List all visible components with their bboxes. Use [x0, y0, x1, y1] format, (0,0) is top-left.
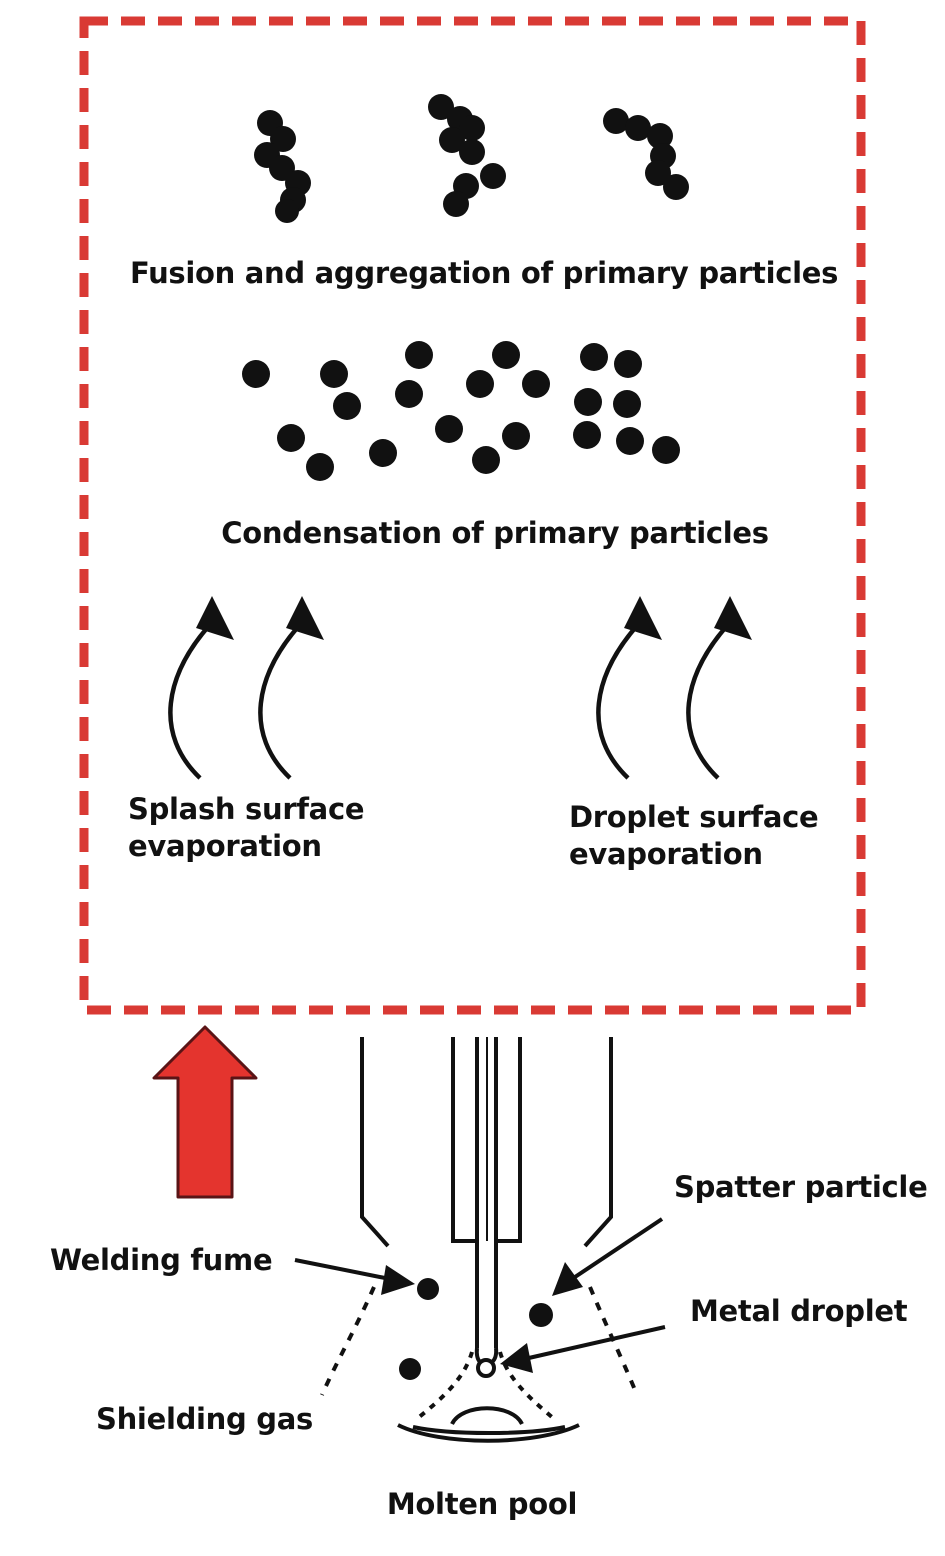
splash-evaporation-label-line2: evaporation	[128, 829, 322, 863]
welding-fume-pointer	[294, 1258, 401, 1283]
shielding-gas-label: Shielding gas	[96, 1402, 313, 1436]
torch-nozzle-left	[360, 1037, 390, 1248]
metal-droplet-mark	[476, 1358, 496, 1378]
contact-tip	[451, 1037, 522, 1243]
stray-particle	[399, 1358, 421, 1380]
fusion-aggregation-label: Fusion and aggregation of primary partic…	[130, 256, 839, 290]
primary-particles	[242, 341, 680, 481]
shielding-gas-flow	[320, 1286, 639, 1420]
splash-evaporation-label-line1: Splash surface	[128, 792, 365, 826]
spatter-particle-dot	[529, 1303, 553, 1327]
aggregated-particles	[254, 94, 689, 223]
welding-torch	[360, 1037, 613, 1378]
molten-pool-label: Molten pool	[386, 1487, 578, 1521]
droplet-evaporation-label-line1: Droplet surface	[569, 800, 819, 834]
droplet-evaporation-label-line2: evaporation	[569, 837, 763, 871]
particle-chain-3	[603, 108, 689, 200]
molten-pool-shape	[397, 1406, 580, 1443]
welding-fume-label: Welding fume	[50, 1243, 273, 1277]
droplet-evaporation-arrows	[596, 596, 752, 780]
label-pointers	[294, 1217, 666, 1373]
welding-fume-particle	[417, 1278, 439, 1300]
fume-rise-arrow	[152, 1025, 258, 1199]
fume-formation-zone-box	[79, 16, 866, 1015]
metal-droplet-label: Metal droplet	[690, 1294, 908, 1328]
electrode-wire	[475, 1037, 498, 1348]
condensation-label: Condensation of primary particles	[221, 516, 769, 550]
particle-chain-2	[428, 94, 506, 217]
spatter-pointer	[564, 1217, 664, 1285]
metal-droplet-pointer	[519, 1325, 666, 1362]
spatter-particle-label: Spatter particle	[674, 1170, 928, 1204]
particle-chain-1	[254, 110, 311, 223]
evaporation-arrows	[168, 596, 752, 780]
splash-evaporation-arrows	[168, 596, 324, 780]
torch-nozzle-right	[583, 1037, 613, 1248]
droplet-neck	[474, 1347, 499, 1364]
